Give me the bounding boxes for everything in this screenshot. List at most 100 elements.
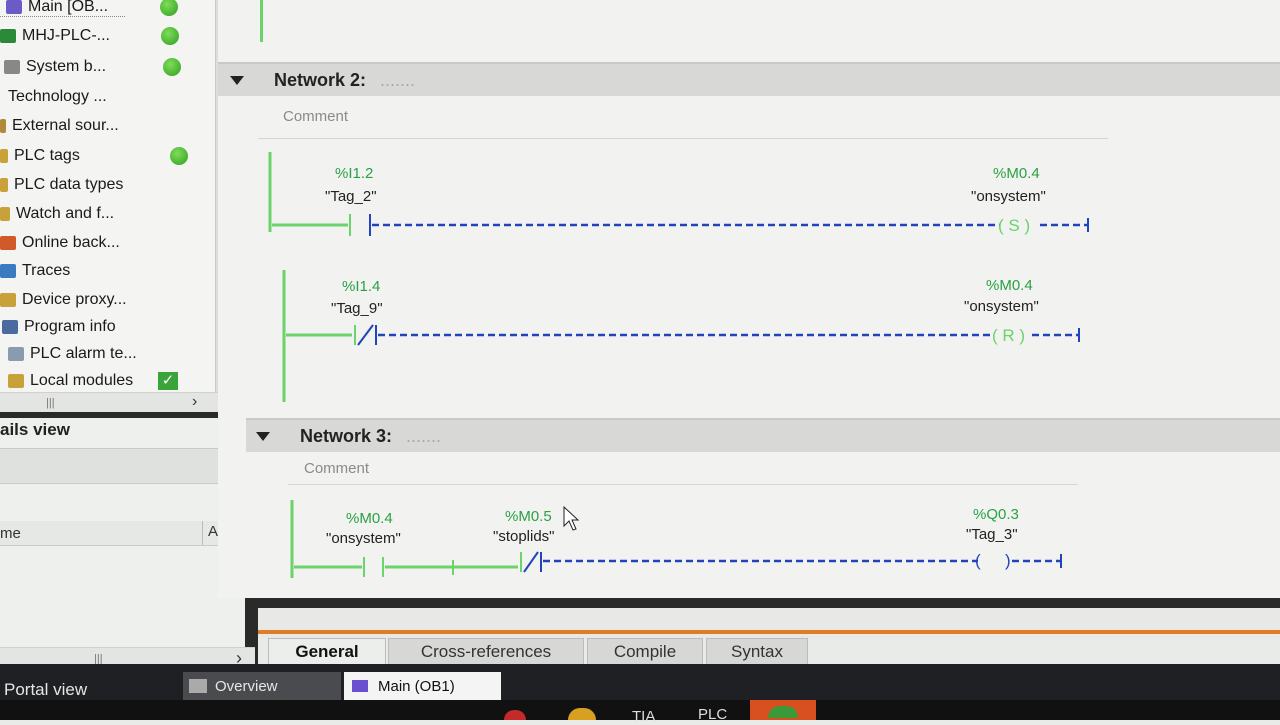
network-comment[interactable]: Comment <box>304 460 370 477</box>
ladder-editor[interactable]: Network 2: ....... Comment Network 3: ..… <box>218 0 1280 598</box>
block-icon <box>352 680 368 692</box>
portal-view-button[interactable]: Portal view <box>4 680 88 699</box>
contact-nc-stoplids <box>520 551 542 573</box>
tab-cross-references[interactable]: Cross-references <box>388 638 584 666</box>
svg-text:( R ): ( R ) <box>992 326 1025 345</box>
coil-set-onsystem: ( S ) <box>998 216 1030 235</box>
tree-item-label: Local modules <box>30 372 134 389</box>
coil-address[interactable]: %M0.4 <box>993 165 1040 182</box>
contact-tag-name[interactable]: "Tag_2" <box>325 188 377 205</box>
tree-item-device-proxy[interactable]: Device proxy... <box>0 287 127 313</box>
overview-icon <box>189 679 207 693</box>
details-toolbar <box>0 448 245 484</box>
alarm-text-icon <box>8 347 24 361</box>
tree-item-label: Program info <box>24 318 116 335</box>
check-icon: ✓ <box>158 372 178 390</box>
tree-item-system-blocks[interactable]: System b... <box>0 54 106 80</box>
collapse-triangle-icon[interactable] <box>230 75 244 85</box>
tree-item-technology[interactable]: Technology ... <box>8 84 107 110</box>
contact-no-tag2 <box>349 214 371 236</box>
chevron-right-icon[interactable]: › <box>192 393 198 410</box>
folder-icon <box>4 60 20 74</box>
chevron-right-icon[interactable]: › <box>236 648 242 668</box>
collapse-triangle-icon[interactable] <box>256 431 270 441</box>
trace-icon <box>0 264 16 278</box>
tree-item-mhj-plc[interactable]: MHJ-PLC-... <box>0 23 110 49</box>
scroll-grip-icon: ||| <box>94 653 103 665</box>
mouse-cursor-icon <box>563 505 580 531</box>
tree-item-traces[interactable]: Traces <box>0 258 70 284</box>
svg-text:(: ( <box>975 551 981 570</box>
coil-tag-name[interactable]: "onsystem" <box>971 188 1046 205</box>
coil-tag-name[interactable]: "onsystem" <box>964 298 1039 315</box>
overview-label: Overview <box>215 677 278 695</box>
tab-compile[interactable]: Compile <box>587 638 703 666</box>
plc-icon <box>0 29 16 43</box>
power-rail <box>260 0 263 42</box>
scroll-grip-icon: ||| <box>46 397 55 409</box>
tree-horizontal-scrollbar[interactable]: ||| › <box>0 392 240 413</box>
tree-item-label: PLC alarm te... <box>30 345 137 362</box>
contact-address[interactable]: %I1.4 <box>342 278 381 295</box>
main-ob1-label: Main (OB1) <box>378 677 455 695</box>
contact-tag-name[interactable]: "Tag_9" <box>331 300 383 317</box>
tree-item-plc-tags[interactable]: PLC tags <box>0 143 80 169</box>
tia-app-button[interactable]: TIA <box>632 708 656 725</box>
tab-syntax[interactable]: Syntax <box>706 638 808 666</box>
tree-item-label: Technology ... <box>8 88 107 105</box>
tree-item-plc-alarm-texts[interactable]: PLC alarm te... <box>0 341 137 367</box>
status-ok-icon <box>170 147 188 165</box>
folder-icon <box>0 293 16 307</box>
contact-nc-tag9 <box>354 324 377 346</box>
tree-item-plc-data-types[interactable]: PLC data types <box>0 172 123 198</box>
plc-app-button[interactable]: PLC <box>698 706 728 723</box>
tree-item-label: System b... <box>26 58 107 75</box>
tree-item-online-backups[interactable]: Online back... <box>0 230 120 256</box>
tree-item-main-ob[interactable]: Main [OB... <box>0 0 108 20</box>
network-comment[interactable]: Comment <box>283 108 349 125</box>
tree-item-label: Watch and f... <box>16 205 115 222</box>
folder-icon <box>0 119 6 133</box>
editor-inspector-splitter[interactable] <box>258 598 1280 608</box>
contact-address[interactable]: %I1.2 <box>335 165 374 182</box>
coil-reset-onsystem: ( R ) <box>992 326 1025 345</box>
overview-button[interactable]: Overview <box>183 672 341 700</box>
main-ob1-button[interactable]: Main (OB1) <box>344 672 501 700</box>
folder-icon <box>0 207 10 221</box>
status-ok-icon <box>160 0 178 16</box>
tree-item-label: Online back... <box>22 234 120 251</box>
tree-item-external-source[interactable]: External sour... <box>0 113 119 139</box>
block-icon <box>6 0 22 14</box>
tree-item-label: PLC data types <box>14 176 124 193</box>
network-title: Network 3: <box>300 425 393 446</box>
panel-splitter-horizontal[interactable] <box>0 412 245 418</box>
tree-item-local-modules[interactable]: Local modules <box>0 368 133 392</box>
tab-general[interactable]: General <box>268 638 386 666</box>
svg-text:): ) <box>1005 551 1011 570</box>
column-name[interactable]: me <box>0 525 21 542</box>
coil-tag-name[interactable]: "Tag_3" <box>966 526 1018 543</box>
network-2-header[interactable]: Network 2: ....... <box>218 64 1280 96</box>
app-icon[interactable] <box>504 710 526 720</box>
coil-address[interactable]: %Q0.3 <box>973 506 1019 523</box>
project-tree: Main [OB... MHJ-PLC-... System b... Tech… <box>0 0 215 392</box>
app-icon[interactable] <box>568 708 596 720</box>
tree-item-label: External sour... <box>12 117 119 134</box>
backup-icon <box>0 236 16 250</box>
tree-item-label: Main [OB... <box>28 0 109 15</box>
coil-address[interactable]: %M0.4 <box>986 277 1033 294</box>
tree-item-label: MHJ-PLC-... <box>22 27 110 44</box>
contact-tag-name[interactable]: "onsystem" <box>326 530 401 547</box>
network-3-header[interactable]: Network 3: ....... <box>246 420 1280 452</box>
tree-item-label: Traces <box>22 262 71 279</box>
contact-address[interactable]: %M0.4 <box>346 510 393 527</box>
status-ok-icon <box>161 27 179 45</box>
contact-address[interactable]: %M0.5 <box>505 508 552 525</box>
contact-tag-name[interactable]: "stoplids" <box>493 528 555 545</box>
app-icon[interactable] <box>750 700 816 720</box>
folder-icon <box>8 374 24 388</box>
program-info-icon <box>2 320 18 334</box>
tree-item-program-info[interactable]: Program info <box>0 314 116 340</box>
coil-tag3: ( ) <box>975 551 1011 570</box>
tree-item-watch-force[interactable]: Watch and f... <box>0 201 114 227</box>
